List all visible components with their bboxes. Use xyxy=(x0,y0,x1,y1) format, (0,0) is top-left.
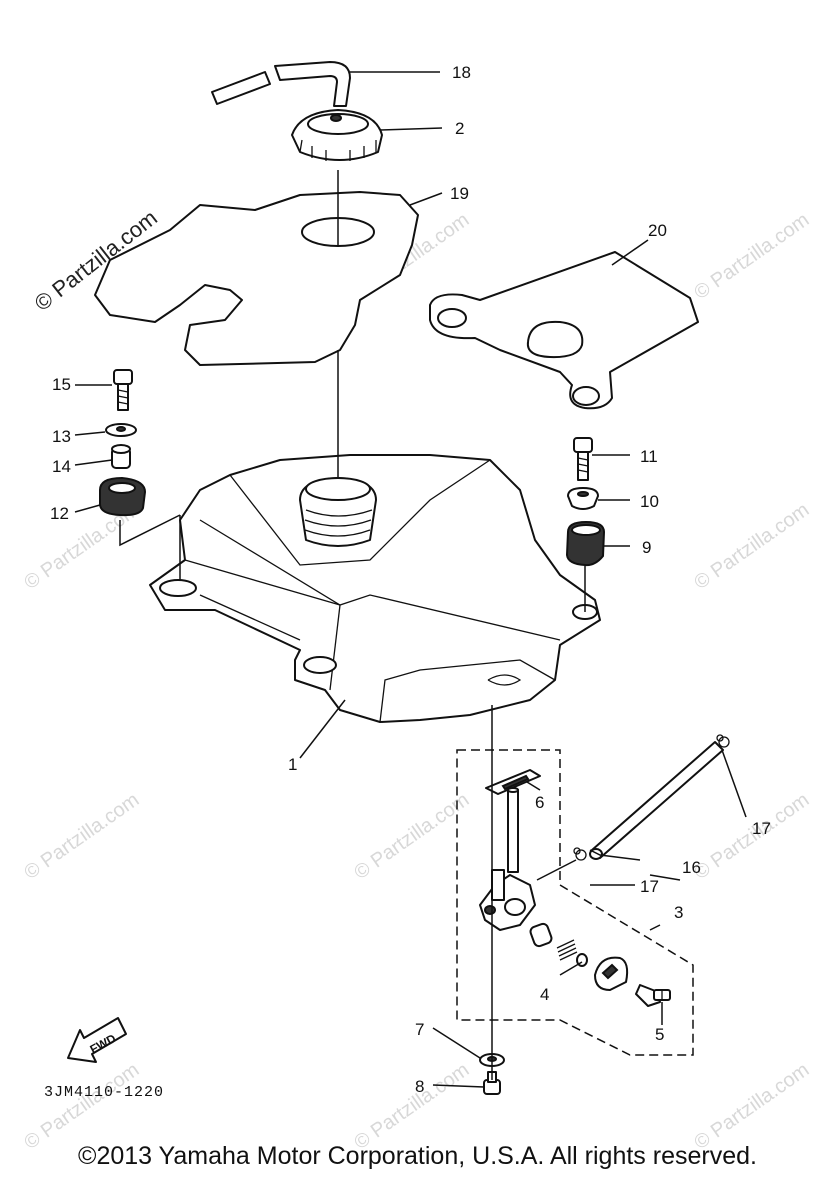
callout-6: 6 xyxy=(535,793,544,812)
part-washer-13 xyxy=(105,423,137,437)
leader-lines xyxy=(74,71,747,1088)
callout-18: 18 xyxy=(452,63,471,82)
callout-8: 8 xyxy=(415,1077,424,1096)
copyright-notice: ©2013 Yamaha Motor Corporation, U.S.A. A… xyxy=(78,1142,757,1170)
callout-3: 3 xyxy=(674,903,683,922)
callout-17-upper: 17 xyxy=(752,819,771,838)
callout-11: 11 xyxy=(640,447,658,466)
watermark-tile: © Partzilla.com xyxy=(20,1059,143,1154)
watermark-tile: © Partzilla.com xyxy=(350,1059,473,1154)
part-collar-14 xyxy=(111,444,131,469)
alignment-lines xyxy=(119,170,586,1080)
part-seat-pad-20 xyxy=(429,251,699,410)
watermark-tile: © Partzilla.com xyxy=(20,789,143,884)
callout-5: 5 xyxy=(655,1025,664,1044)
part-damper-12 xyxy=(99,476,147,517)
fwd-arrow-icon: FWD xyxy=(67,1017,127,1063)
part-fuel-tank xyxy=(149,454,601,723)
callout-10: 10 xyxy=(640,492,659,511)
callout-7: 7 xyxy=(415,1020,424,1039)
callout-14: 14 xyxy=(52,457,71,476)
part-fuel-hose-16 xyxy=(589,741,724,860)
watermark-tile: © Partzilla.com xyxy=(350,789,473,884)
part-clip-17-upper xyxy=(716,734,730,748)
callout-2: 2 xyxy=(455,119,464,138)
callout-labels: 1 2 3 4 5 6 7 8 9 10 11 12 13 14 15 16 1… xyxy=(50,63,771,1096)
part-gasket-6 xyxy=(485,769,541,795)
callout-13: 13 xyxy=(52,427,71,446)
callout-17-lower: 17 xyxy=(640,877,659,896)
callout-19: 19 xyxy=(450,184,469,203)
diagram-part-code: 3JM4110-1220 xyxy=(44,1084,164,1101)
callout-20: 20 xyxy=(648,221,667,240)
part-vent-hose xyxy=(211,61,351,107)
watermark-tile: © Partzilla.com xyxy=(690,1059,813,1154)
part-bolt-11 xyxy=(573,437,593,481)
part-fuel-cap xyxy=(291,109,383,161)
callout-15: 15 xyxy=(52,375,71,394)
callout-4: 4 xyxy=(540,985,549,1004)
part-bolt-15 xyxy=(113,369,133,411)
part-damper-9 xyxy=(565,520,606,567)
part-clip-17-lower xyxy=(573,847,587,861)
callout-16: 16 xyxy=(682,858,701,877)
callout-1: 1 xyxy=(288,755,297,774)
watermark-tile: © Partzilla.com xyxy=(690,499,813,594)
callout-12: 12 xyxy=(50,504,69,523)
part-collar-10 xyxy=(567,487,599,510)
watermark-tile: © Partzilla.com xyxy=(690,209,813,304)
callout-9: 9 xyxy=(642,538,651,557)
